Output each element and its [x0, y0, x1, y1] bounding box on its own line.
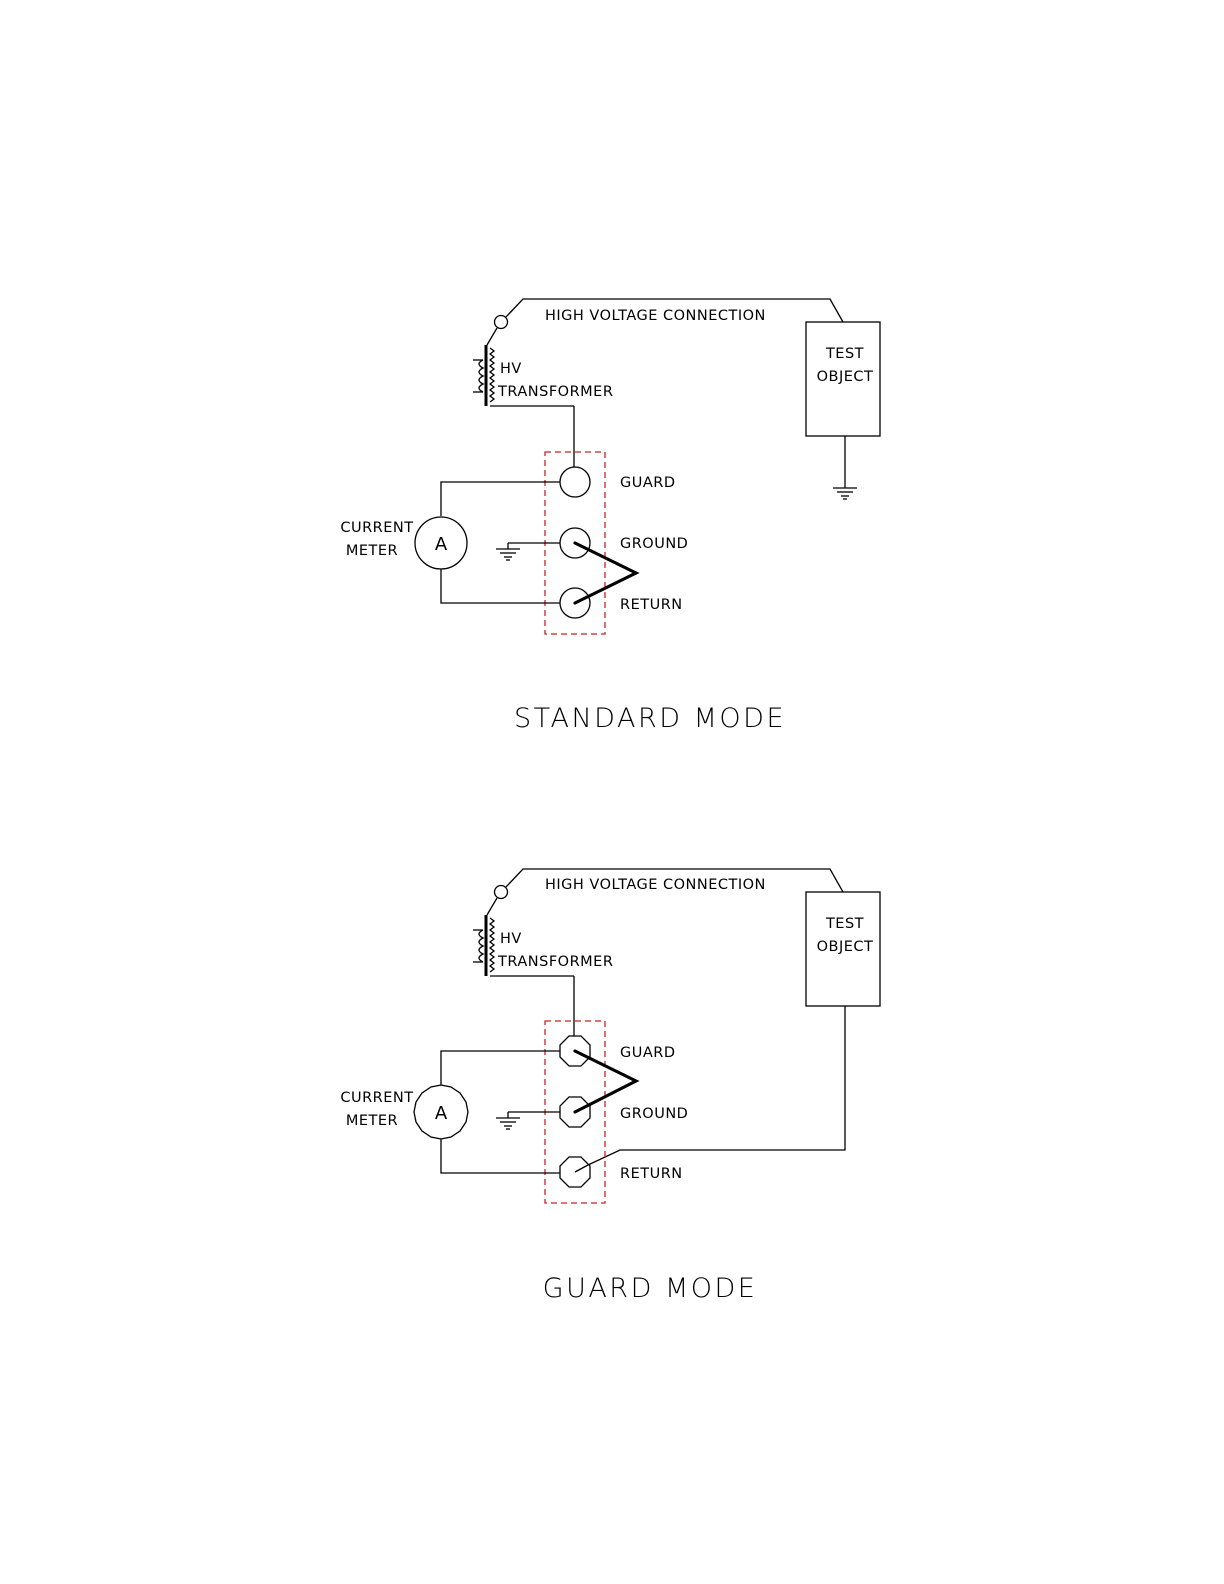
terminal-label-return: RETURN [620, 597, 683, 613]
meter-symbol: A [435, 534, 448, 555]
guard-mode-title: GUARD MODE [543, 1273, 758, 1304]
transformer-label-hv: HV [500, 361, 522, 377]
guard-terminal [560, 467, 590, 497]
meter-symbol: A [435, 1103, 448, 1124]
meter-label-1: CURRENT [340, 1090, 413, 1106]
chassis-ground-icon [496, 549, 520, 560]
transformer-label-hv: HV [500, 931, 522, 947]
test-object-label-2: OBJECT [817, 939, 874, 955]
test-object-label-1: TEST [825, 346, 864, 362]
chassis-ground-icon [496, 1118, 520, 1129]
hv-connection-label: HIGH VOLTAGE CONNECTION [545, 308, 766, 324]
hv-output-terminal [495, 886, 508, 899]
hv-connection-label: HIGH VOLTAGE CONNECTION [545, 877, 766, 893]
standard-mode-title: STANDARD MODE [514, 703, 786, 734]
terminal-label-return: RETURN [620, 1166, 683, 1182]
meter-label-2: METER [346, 1113, 398, 1129]
standard-mode-diagram: HIGH VOLTAGE CONNECTION HV TRANSFORMER T… [340, 299, 880, 734]
meter-label-2: METER [346, 543, 398, 559]
terminal-label-ground: GROUND [620, 536, 688, 552]
meter-label-1: CURRENT [340, 520, 413, 536]
test-object-label-2: OBJECT [817, 369, 874, 385]
earth-ground-icon [833, 488, 857, 499]
guard-mode-diagram: HIGH VOLTAGE CONNECTION HV TRANSFORMER T… [340, 869, 880, 1304]
transformer-label: TRANSFORMER [497, 954, 613, 970]
terminal-label-guard: GUARD [620, 475, 676, 491]
hv-output-terminal [495, 316, 508, 329]
test-object-label-1: TEST [825, 916, 864, 932]
transformer-label: TRANSFORMER [497, 384, 613, 400]
terminal-label-guard: GUARD [620, 1045, 676, 1061]
terminal-label-ground: GROUND [620, 1106, 688, 1122]
